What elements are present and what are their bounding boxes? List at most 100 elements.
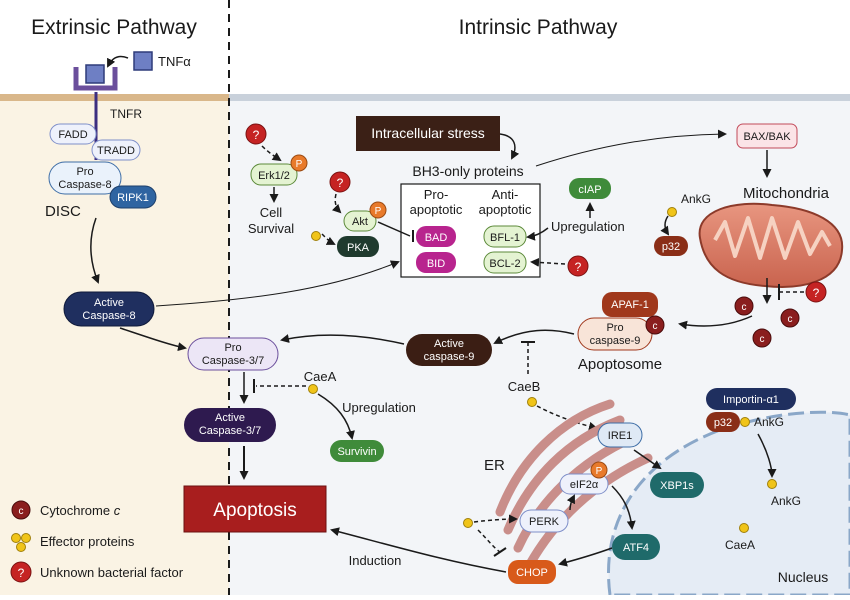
cytochrome-c-icon [645,315,665,335]
ire1-box [597,422,643,448]
cytochrome-c-icon [734,296,754,316]
svg-text:?: ? [575,260,582,274]
bid-box [416,252,456,273]
extrinsic-header: Extrinsic Pathway [31,16,197,39]
bcl2-label: BCL-2 [489,258,520,270]
erk-label: Erk1/2 [258,170,290,182]
p32-box [654,236,688,256]
bid-label: BID [427,258,445,270]
upregulation-label-top: Upregulation [551,219,625,234]
xbp1s-label: XBP1s [660,480,694,492]
chop-box [508,560,556,584]
erk-box [250,163,298,186]
legend-unknown-icon [10,561,32,583]
effector-protein-icon [308,384,318,394]
legend-effector-icon [11,533,21,543]
ire1-label: IRE1 [608,430,632,442]
effector-protein-icon [767,479,777,489]
legend-effector-label: Effector proteins [40,534,135,549]
ciap-label: cIAP [578,184,601,196]
cytochrome-c-icon [752,328,772,348]
baxbak-box [736,123,798,149]
tnfa-label: TNFα [158,54,191,69]
akt-label: Akt [352,216,368,228]
pro-caspase9-label2: caspase-9 [590,335,641,347]
svg-text:c: c [760,334,765,345]
fadd-label: FADD [58,129,87,141]
legend-unknown-label: Unknown bacterial factor [40,565,184,580]
induction-label: Induction [349,553,402,568]
phospho-icon [590,461,608,479]
atf4-label: ATF4 [623,542,649,554]
tnfa-bound [85,64,105,84]
cell-survival-label1: Cell [260,205,283,220]
ankg-label: AnkG [681,192,711,206]
svg-text:P: P [375,206,382,217]
membrane-extrinsic [0,94,229,101]
pro-caspase8-label1: Pro [76,166,93,178]
bad-box [416,226,456,247]
bad-label: BAD [425,232,448,244]
bfl1-label: BFL-1 [490,232,520,244]
tradd-box [91,139,141,161]
effector-protein-icon [739,523,749,533]
unknown-factor-icon [245,123,267,145]
membrane-intrinsic [229,94,850,101]
svg-text:c: c [653,321,658,332]
svg-text:?: ? [337,176,344,190]
akt-box [343,210,377,232]
ripk1-label: RIPK1 [117,192,149,204]
effector-protein-icon [740,417,750,427]
inhibition-bar [493,547,507,557]
disc-label: DISC [45,203,81,220]
p32-label: p32 [662,241,680,253]
phospho-icon [369,201,387,219]
apoptosis-label: Apoptosis [213,500,296,521]
pro-apoptotic-label2: apoptotic [410,202,463,217]
eif2a-box [559,473,609,495]
chop-label: CHOP [516,567,548,579]
ripk1-box [109,185,157,209]
upregulation-label-bottom: Upregulation [342,400,416,415]
tnfr-label: TNFR [110,107,142,121]
unknown-factor-icon [329,171,351,193]
effector-protein-icon [527,397,537,407]
atf4-box [612,534,660,560]
legend-effector-icon [21,533,31,543]
apoptosis-box [183,485,327,533]
baxbak-label: BAX/BAK [743,131,791,143]
svg-text:?: ? [253,128,260,142]
apoptosome-label: Apoptosome [578,356,662,373]
svg-text:?: ? [813,286,820,300]
phospho-icon [290,154,308,172]
pro-apoptotic-label1: Pro- [424,187,449,202]
active-caspase8-label1: Active [94,297,124,309]
nucleus-shape [607,410,850,597]
bfl1-box [483,225,527,248]
xbp1s-box [650,472,704,498]
caea-label: CaeA [304,369,337,384]
fadd-box [49,123,97,145]
active-caspase37-label1: Active [215,412,245,424]
svg-text:?: ? [18,566,25,580]
survivin-box [330,440,384,462]
anti-apoptotic-label1: Anti- [492,187,519,202]
effector-protein-icon [311,231,321,241]
cell-survival-label2: Survival [248,221,294,236]
intracellular-stress-label: Intracellular stress [371,125,485,141]
pka-label: PKA [347,242,370,254]
mitochondrion [698,202,844,288]
svg-text:P: P [596,466,603,477]
active-caspase8-box [63,291,155,327]
extracellular-space [0,0,850,96]
cytochrome-c-icon [780,308,800,328]
anti-apoptotic-label2: apoptotic [479,202,532,217]
ankg-nucleus-label2: AnkG [771,494,801,508]
p32-nucleus-label: p32 [714,417,732,429]
importin-box [706,388,796,410]
pro-caspase37-box [187,337,279,371]
active-caspase37-label2: Caspase-3/7 [199,425,261,437]
pka-box [337,236,379,257]
pro-caspase9-label1: Pro [606,322,623,334]
